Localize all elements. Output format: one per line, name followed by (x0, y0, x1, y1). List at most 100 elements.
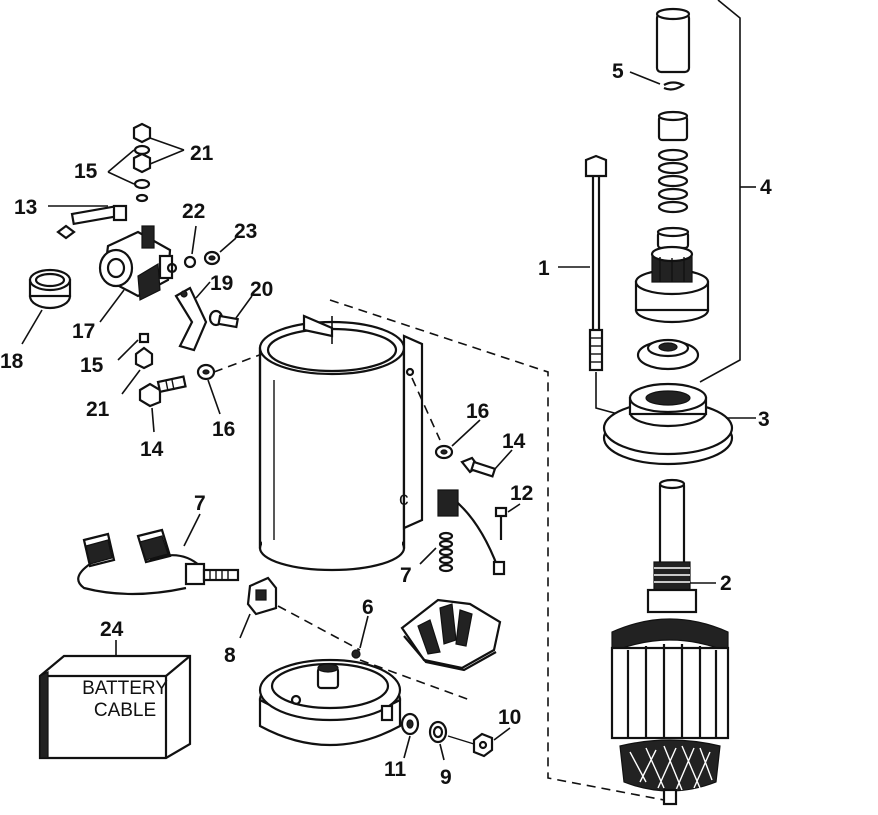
retaining-clip (663, 81, 686, 91)
leader-18 (21, 309, 43, 345)
brush-springs (438, 531, 454, 573)
callout-22: 22 (182, 200, 205, 223)
callout-23: 23 (234, 220, 257, 243)
terminal-block (246, 576, 278, 616)
callout-5: 5 (612, 60, 624, 83)
leader-5 (629, 71, 661, 85)
leader-11 (403, 735, 411, 759)
motor-frame: c (258, 314, 424, 572)
leader-19 (195, 281, 211, 299)
through-bolt (584, 154, 608, 372)
battery-box-line1: BATTERY (82, 678, 168, 699)
leader-15-lower (117, 339, 139, 361)
nut-10 (472, 732, 494, 758)
dashed-washer-to-frame (213, 353, 263, 373)
callout-6: 6 (362, 596, 374, 619)
callout-7-right: 7 (400, 564, 412, 587)
bracket-item-4 (699, 0, 741, 383)
leader-10 (493, 727, 511, 741)
drive-end-head (602, 382, 734, 466)
starter-solenoid (98, 225, 178, 301)
washer-11 (400, 712, 420, 736)
leader-21-lower (121, 369, 141, 395)
leader-21-top (149, 137, 185, 165)
bolt-14-right (460, 456, 497, 478)
leader-8 (239, 613, 251, 639)
callout-1: 1 (538, 257, 550, 280)
leader-14-left (151, 407, 155, 433)
leader-9 (439, 743, 445, 761)
callout-4: 4 (760, 176, 772, 199)
leader-23 (219, 237, 237, 253)
washer-9 (428, 720, 448, 744)
spring-bushing (656, 226, 690, 250)
callout-9: 9 (440, 766, 452, 789)
callout-15-lower: 15 (80, 354, 104, 377)
callout-11: 11 (384, 758, 407, 781)
brush-holder (400, 598, 502, 672)
brush-lead-assembly (77, 528, 240, 596)
nut-22 (183, 255, 197, 269)
callout-10: 10 (498, 706, 521, 729)
leader-6 (359, 615, 369, 649)
commutator-end-head (258, 649, 402, 746)
battery-cable-box (38, 654, 192, 760)
leader-15-top (107, 149, 135, 185)
leader-17 (99, 289, 125, 323)
leader-14-right (493, 449, 513, 471)
callout-12: 12 (510, 482, 533, 505)
wire-terminal (492, 560, 506, 576)
leader-7-left (183, 513, 201, 547)
callout-21-lower: 21 (86, 398, 110, 421)
washer-15-lower (138, 332, 150, 344)
assembly-dashed-outline (329, 299, 665, 801)
brush-lead-wire (451, 497, 500, 569)
svg-text:c: c (399, 489, 409, 510)
drive-spring (657, 148, 689, 214)
stop-collar (657, 110, 689, 142)
leader-7-right (419, 547, 437, 565)
callout-17: 17 (72, 320, 95, 343)
washer-16-right (434, 444, 454, 460)
washer-23 (203, 250, 221, 266)
screw-20 (208, 309, 240, 329)
leader-20 (235, 295, 253, 319)
callout-7-left: 7 (194, 492, 206, 515)
leader-12 (507, 503, 521, 513)
dashed-block-to-head (277, 605, 361, 651)
dashed-frame-to-washer (411, 377, 441, 441)
callout-14-left: 14 (140, 438, 164, 461)
callout-15-top: 15 (74, 160, 98, 183)
pinion-gear (634, 245, 710, 324)
screw-12 (494, 506, 508, 540)
leader-22 (191, 225, 197, 255)
callout-14-right: 14 (502, 430, 526, 453)
callout-20: 20 (250, 278, 273, 301)
callout-16-left: 16 (212, 418, 235, 441)
callout-2: 2 (720, 572, 732, 595)
solenoid-ring (28, 268, 72, 310)
drive-sleeve (655, 7, 691, 74)
callout-13: 13 (14, 196, 37, 219)
nut-washer-stack (132, 122, 152, 203)
callout-19: 19 (210, 272, 233, 295)
leader-16-left (207, 379, 221, 415)
mounting-bracket (174, 286, 208, 352)
callout-18: 18 (0, 350, 24, 373)
nut-21-lower (134, 346, 154, 370)
battery-box-line2: CABLE (94, 700, 156, 721)
brush-right (437, 489, 459, 517)
thrust-washer (636, 338, 700, 371)
armature (610, 478, 730, 806)
bolt-14-left (138, 375, 187, 408)
washer-16-left (196, 363, 216, 381)
terminal-screw-13 (56, 204, 128, 240)
leader-16-right (451, 419, 481, 447)
callout-21-top: 21 (190, 142, 214, 165)
callout-8: 8 (224, 644, 236, 667)
dashed-holder-to-end (359, 659, 471, 701)
callout-24: 24 (100, 618, 124, 641)
callout-3: 3 (758, 408, 770, 431)
callout-16-right: 16 (466, 400, 489, 423)
